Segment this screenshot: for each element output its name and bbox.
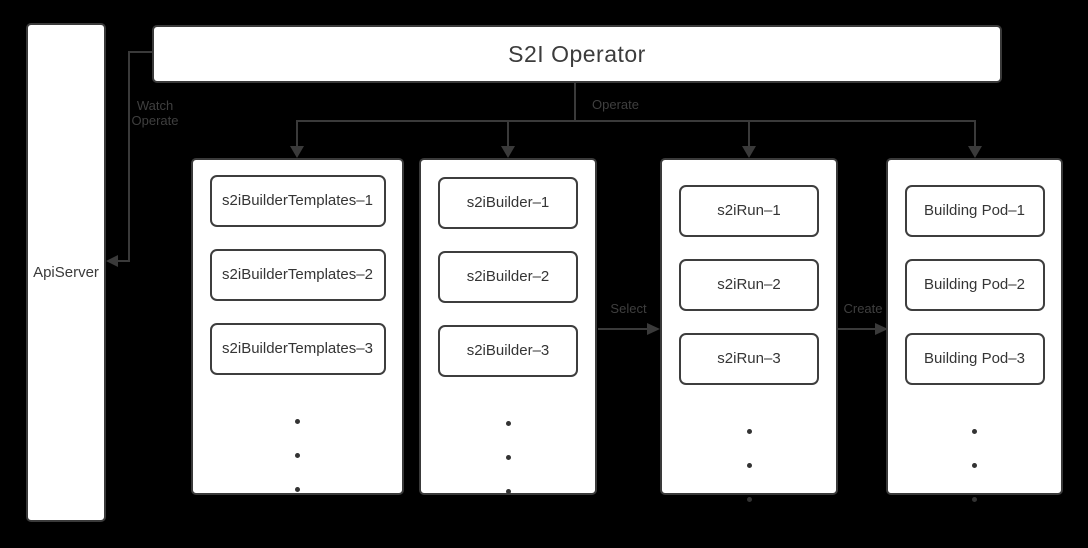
arrow-right-icon bbox=[875, 323, 888, 335]
ellipsis-dot bbox=[505, 421, 511, 426]
s2i-operator-title: S2I Operator bbox=[508, 40, 646, 67]
arrow-down-icon bbox=[742, 146, 756, 158]
node-s2ibuilder-3: s2iBuilder–3 bbox=[438, 325, 578, 377]
edge-label-select: Select bbox=[610, 301, 647, 316]
column-s2ibuilder-templates: s2iBuilderTemplates–1 s2iBuilderTemplate… bbox=[191, 158, 404, 495]
node-building-pod-2: Building Pod–2 bbox=[904, 259, 1045, 311]
node-s2ibuilder-templates-3: s2iBuilderTemplates–3 bbox=[209, 323, 386, 375]
arrow-down-icon bbox=[968, 146, 982, 158]
ellipsis-dot bbox=[972, 463, 977, 468]
node-label: s2iBuilder–3 bbox=[466, 342, 550, 360]
node-building-pod-1: Building Pod–1 bbox=[904, 185, 1045, 237]
arrow-down-icon bbox=[501, 146, 515, 158]
ellipsis-dots bbox=[746, 429, 752, 502]
edge-label-create: Create bbox=[843, 301, 883, 316]
node-label: Building Pod–2 bbox=[924, 276, 1025, 294]
column-building-pod: Building Pod–1 Building Pod–2 Building P… bbox=[886, 158, 1063, 502]
node-label: Building Pod–1 bbox=[924, 202, 1025, 220]
edge-label-watch-line2: Operate bbox=[131, 113, 179, 128]
edge-create-line bbox=[838, 328, 875, 330]
ellipsis-dots bbox=[505, 421, 511, 494]
node-label: s2iRun–3 bbox=[717, 350, 781, 368]
ellipsis-dots bbox=[972, 429, 977, 502]
node-building-pod-3: Building Pod–3 bbox=[904, 333, 1045, 385]
edge-branch-4 bbox=[974, 120, 976, 147]
edge-watch-top-segment bbox=[128, 51, 152, 53]
edge-operate-stem bbox=[574, 83, 576, 122]
ellipsis-dot bbox=[972, 429, 977, 434]
node-s2ibuilder-1: s2iBuilder–1 bbox=[438, 177, 578, 229]
edge-watch-bottom-segment bbox=[117, 260, 130, 262]
ellipsis-dot bbox=[295, 487, 300, 492]
ellipsis-dot bbox=[505, 489, 511, 494]
ellipsis-dot bbox=[295, 419, 300, 424]
node-s2irun-2: s2iRun–2 bbox=[679, 259, 819, 311]
node-label: s2iBuilderTemplates–2 bbox=[222, 266, 373, 284]
node-s2ibuilder-2: s2iBuilder–2 bbox=[438, 251, 578, 303]
node-label: s2iRun–2 bbox=[717, 276, 781, 294]
node-s2irun-1: s2iRun–1 bbox=[679, 185, 819, 237]
node-label: s2iBuilder–1 bbox=[466, 194, 550, 212]
edge-watch-vertical-segment bbox=[128, 51, 130, 261]
edge-label-operate: Operate bbox=[592, 97, 639, 112]
node-s2irun-3: s2iRun–3 bbox=[679, 333, 819, 385]
ellipsis-dot bbox=[746, 463, 752, 468]
edge-label-watch-line1: Watch bbox=[136, 98, 174, 113]
s2i-operator-box: S2I Operator bbox=[152, 25, 1002, 83]
arrow-right-icon bbox=[647, 323, 660, 335]
ellipsis-dot bbox=[505, 455, 511, 460]
arrow-down-icon bbox=[290, 146, 304, 158]
node-s2ibuilder-templates-2: s2iBuilderTemplates–2 bbox=[209, 249, 386, 301]
arrow-left-icon bbox=[106, 255, 118, 267]
ellipsis-dot bbox=[746, 497, 752, 502]
node-label: s2iBuilderTemplates–1 bbox=[222, 192, 373, 210]
ellipsis-dots bbox=[295, 419, 300, 492]
node-label: s2iBuilderTemplates–3 bbox=[222, 340, 373, 358]
ellipsis-dot bbox=[746, 429, 752, 434]
apiserver-box: ApiServer bbox=[26, 23, 106, 522]
edge-branch-3 bbox=[748, 120, 750, 147]
edge-select-line bbox=[598, 328, 647, 330]
node-label: s2iRun–1 bbox=[717, 202, 781, 220]
node-label: s2iBuilder–2 bbox=[466, 268, 550, 286]
node-label: Building Pod–3 bbox=[924, 350, 1025, 368]
edge-label-watch-operate: Watch Operate bbox=[126, 98, 184, 128]
column-s2ibuilder: s2iBuilder–1 s2iBuilder–2 s2iBuilder–3 bbox=[419, 158, 597, 495]
node-s2ibuilder-templates-1: s2iBuilderTemplates–1 bbox=[209, 175, 386, 227]
edge-branch-2 bbox=[507, 120, 509, 147]
apiserver-label: ApiServer bbox=[33, 264, 99, 281]
edge-distribution-line bbox=[296, 120, 976, 122]
column-s2irun: s2iRun–1 s2iRun–2 s2iRun–3 bbox=[660, 158, 838, 502]
ellipsis-dot bbox=[295, 453, 300, 458]
ellipsis-dot bbox=[972, 497, 977, 502]
edge-branch-1 bbox=[296, 120, 298, 147]
